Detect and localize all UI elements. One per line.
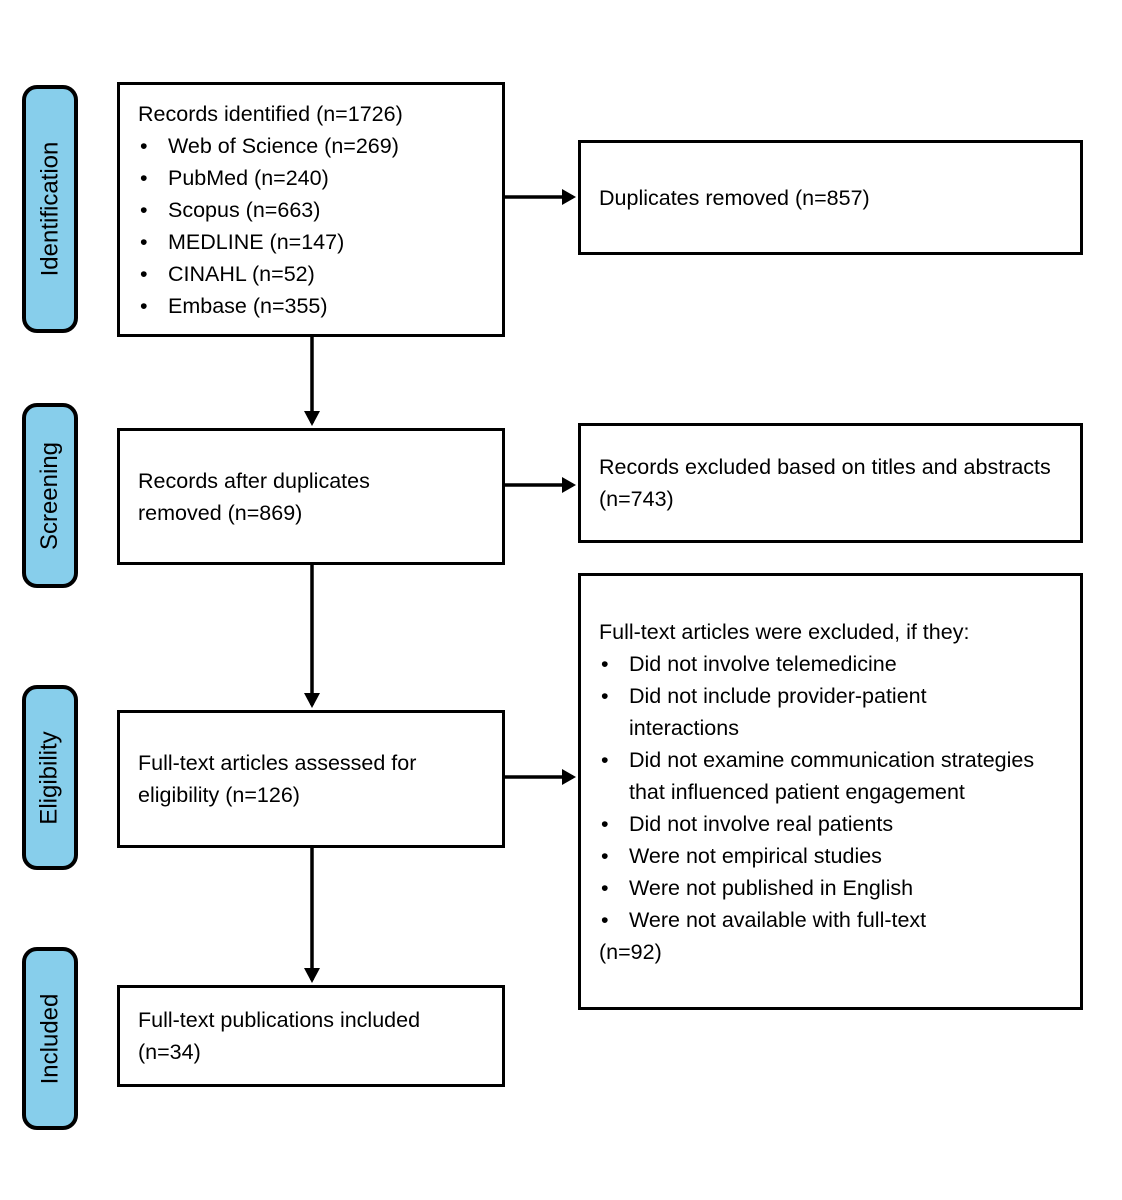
arrow-after-duplicates-to-titles-excluded bbox=[505, 477, 576, 493]
bullet-item: Did not involve telemedicine bbox=[581, 648, 1080, 680]
bullet-marker bbox=[140, 290, 168, 322]
bullet-item: Web of Science (n=269) bbox=[120, 130, 502, 162]
bullet-item: Were not empirical studies bbox=[581, 840, 1080, 872]
box-count: (n=92) bbox=[599, 939, 662, 964]
stage-label-text: Included bbox=[36, 993, 63, 1084]
arrow-head bbox=[304, 693, 320, 708]
box-text: Full-text publications included (n=34) bbox=[138, 1008, 421, 1064]
bullet-text: Web of Science (n=269) bbox=[168, 133, 399, 158]
arrow-head bbox=[562, 769, 576, 785]
stage-label-screening: Screening bbox=[22, 403, 78, 588]
bullet-text: Did not involve telemedicine bbox=[629, 651, 897, 676]
arrow-after-duplicates-to-fulltext-assessed bbox=[304, 565, 320, 708]
box-title: Full-text articles were excluded, if the… bbox=[599, 619, 970, 644]
bullet-text: Did not examine communication strategies… bbox=[629, 747, 1035, 804]
box-text: Full-text articles assessed for eligibil… bbox=[138, 751, 417, 807]
bullet-item: PubMed (n=240) bbox=[120, 162, 502, 194]
bullet-marker bbox=[140, 258, 168, 290]
bullet-text: Embase (n=355) bbox=[168, 293, 328, 318]
stage-label-included: Included bbox=[22, 947, 78, 1130]
fulltext-assessed-box: Full-text articles assessed for eligibil… bbox=[117, 710, 505, 848]
bullet-marker bbox=[601, 744, 629, 808]
stage-label-text: Identification bbox=[36, 141, 64, 277]
bullet-item: Were not available with full-text bbox=[581, 904, 1080, 936]
bullet-item: Were not published in English bbox=[581, 872, 1080, 904]
stage-label-text: Screening bbox=[36, 441, 64, 550]
arrow-fulltext-assessed-to-included bbox=[304, 848, 320, 983]
records-identified-box: Records identified (n=1726) Web of Scien… bbox=[117, 82, 505, 337]
bullet-marker bbox=[601, 872, 629, 904]
bullet-text: Scopus (n=663) bbox=[168, 197, 321, 222]
bullet-item: CINAHL (n=52) bbox=[120, 258, 502, 290]
bullet-marker bbox=[601, 840, 629, 872]
arrow-fulltext-assessed-to-fulltext-excluded bbox=[505, 769, 576, 785]
arrow-head bbox=[562, 477, 576, 493]
bullet-item: Did not include provider-patient interac… bbox=[581, 680, 1080, 744]
bullet-item: Did not examine communication strategies… bbox=[581, 744, 1080, 808]
bullet-marker bbox=[601, 680, 629, 744]
stage-label-eligibility: Eligibility bbox=[22, 685, 78, 870]
box-text: Records after duplicates removed (n=869) bbox=[138, 468, 370, 525]
bullet-text: Were not available with full-text bbox=[629, 907, 927, 932]
titles-abstracts-excluded-box: Records excluded based on titles and abs… bbox=[578, 423, 1083, 543]
bullet-item: Scopus (n=663) bbox=[120, 194, 502, 226]
bullet-marker bbox=[601, 808, 629, 840]
fulltext-excluded-box: Full-text articles were excluded, if the… bbox=[578, 573, 1083, 1010]
bullet-text: MEDLINE (n=147) bbox=[168, 229, 345, 254]
bullet-text: Did not involve real patients bbox=[629, 811, 894, 836]
bullet-marker bbox=[601, 904, 629, 936]
duplicates-removed-box: Duplicates removed (n=857) bbox=[578, 140, 1083, 255]
bullet-marker bbox=[140, 130, 168, 162]
records-after-duplicates-box: Records after duplicates removed (n=869) bbox=[117, 428, 505, 565]
bullet-text: Were not empirical studies bbox=[629, 843, 882, 868]
bullet-marker bbox=[140, 226, 168, 258]
bullet-text: CINAHL (n=52) bbox=[168, 261, 315, 286]
stage-label-text: Eligibility bbox=[36, 730, 63, 825]
fulltext-included-box: Full-text publications included (n=34) bbox=[117, 985, 505, 1087]
bullet-item: Did not involve real patients bbox=[581, 808, 1080, 840]
bullet-text: Did not include provider-patient interac… bbox=[629, 683, 927, 740]
arrow-identified-to-after-duplicates bbox=[304, 337, 320, 426]
bullet-item: Embase (n=355) bbox=[120, 290, 502, 322]
bullet-item: MEDLINE (n=147) bbox=[120, 226, 502, 258]
arrow-head bbox=[304, 968, 320, 983]
bullet-marker bbox=[140, 194, 168, 226]
bullet-text: PubMed (n=240) bbox=[168, 165, 329, 190]
arrow-head bbox=[562, 189, 576, 205]
box-text: Records excluded based on titles and abs… bbox=[599, 455, 1051, 511]
arrow-identified-to-duplicates-removed bbox=[505, 189, 576, 205]
bullet-marker bbox=[601, 648, 629, 680]
box-text: Duplicates removed (n=857) bbox=[599, 185, 870, 210]
box-title: Records identified (n=1726) bbox=[138, 101, 403, 126]
arrow-head bbox=[304, 411, 320, 426]
stage-label-identification: Identification bbox=[22, 85, 78, 333]
bullet-marker bbox=[140, 162, 168, 194]
bullet-text: Were not published in English bbox=[629, 875, 914, 900]
